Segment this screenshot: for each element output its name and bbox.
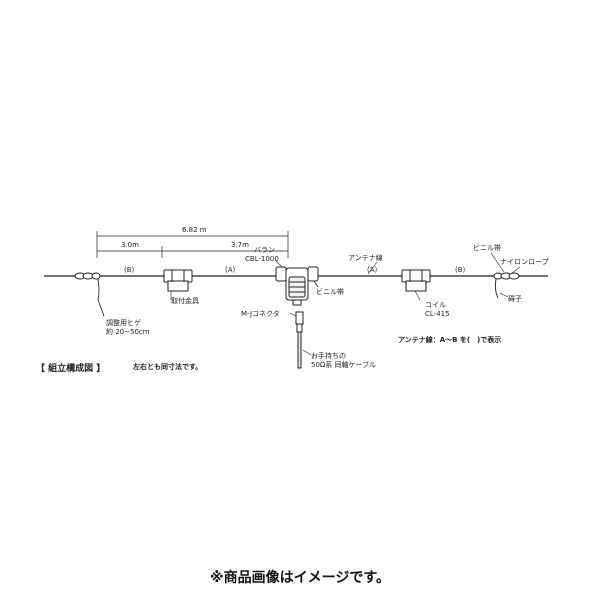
left-insulator-icon — [74, 272, 101, 280]
vinyl-band-right-label: ビニル帯 — [473, 244, 501, 252]
coax-cable-icon — [295, 311, 304, 369]
adjust-whisker-label-2: 約 20~50cm — [106, 328, 150, 336]
segment-a-right-label: (A) — [367, 266, 378, 274]
antenna-wire-label: アンテナ線 — [348, 254, 383, 262]
leader-lines — [170, 252, 521, 356]
right-coil-icon — [401, 269, 431, 292]
leader-coax — [302, 349, 312, 356]
right-insulator-icon — [493, 272, 520, 280]
mj-connector-label: M-Jコネクタ — [241, 310, 280, 318]
mounting-bracket-label: 取付金具 — [171, 297, 199, 305]
inner-dimension-label: 3.7m — [231, 241, 249, 249]
vinyl-band-center-label: ビニル帯 — [316, 288, 344, 296]
outer-dimension-label: 3.0m — [121, 241, 139, 249]
total-dimension-label: 6.82 m — [182, 226, 207, 234]
balun-icon — [275, 266, 319, 306]
coax-label-2: 50Ω系 同軸ケーブル — [311, 361, 377, 369]
leader-balun — [274, 259, 283, 268]
coil-name-label: コイル — [425, 301, 446, 309]
dimension-lines — [96, 231, 289, 258]
leader-vinyl-band — [490, 252, 505, 273]
nylon-rope-label: ナイロンロープ — [500, 258, 549, 266]
adjust-whisker-label-1: 調整用ヒゲ — [106, 319, 141, 327]
segment-b-left-label: (B) — [124, 266, 135, 274]
coax-label-1: お手持ちの — [311, 352, 346, 360]
segment-b-right-label: (B) — [455, 266, 466, 274]
leader-nylon-rope — [511, 266, 521, 274]
balun-model-label: CBL-1000 — [245, 255, 279, 263]
coil-model-label: CL-415 — [425, 310, 450, 318]
leader-mj-connector — [289, 312, 297, 317]
left-coil-icon — [163, 269, 193, 292]
vinyl-band-center-marker — [313, 280, 319, 288]
balun-name-label: バラン — [254, 246, 275, 254]
legend-note: 左右とも同寸法です。 — [133, 363, 203, 371]
right-adjust-whisker — [494, 278, 499, 299]
insulator-label: 碍子 — [508, 295, 522, 303]
image-notice: ※商品画像はイメージです。 — [210, 570, 390, 586]
leader-insulator — [499, 292, 509, 298]
legend-title: 【 組立構成図 】 — [36, 364, 106, 374]
leader-coil — [414, 290, 421, 301]
antenna-note: アンテナ線：A～B を( )で表示 — [398, 336, 502, 344]
segment-a-left-label: (A) — [225, 266, 236, 274]
leader-antenna-wire — [367, 261, 378, 275]
left-adjust-whisker — [97, 278, 105, 317]
